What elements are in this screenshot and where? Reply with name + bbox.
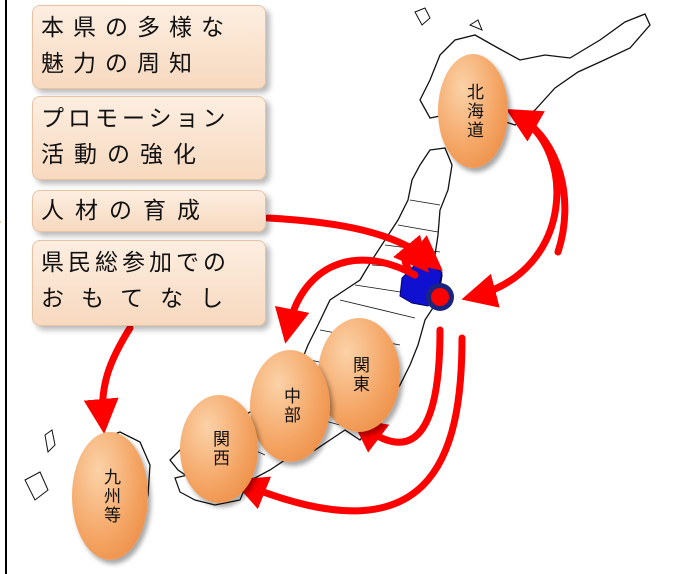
region-kanto: 関東 (318, 318, 400, 432)
left-frame-line (5, 0, 7, 574)
panel-4-line-1: 県民総参加での (41, 250, 230, 276)
arrow-into-home (393, 234, 429, 273)
panel-promote-appeal: 本県の多様な 魅力の周知 (32, 5, 266, 89)
region-chubu: 中部 (250, 350, 330, 462)
panel-hospitality: 県民総参加での おもてなし (32, 240, 266, 326)
arrow-to-kansai (232, 334, 466, 515)
arrow-to-kyushu (83, 324, 134, 434)
region-hokkaido: 北海道 (438, 54, 508, 168)
panel-1-line-2: 魅力の周知 (41, 51, 201, 77)
arrow-to-hokkaido (505, 109, 569, 256)
panel-3-line-1: 人材の育成 (41, 198, 211, 224)
arrow-to-kanto (350, 326, 444, 453)
panel-talent: 人材の育成 (32, 190, 266, 232)
panel-2-line-2: 活動の強化 (41, 142, 206, 168)
panel-promotion: プロモーション 活動の強化 (32, 96, 266, 180)
panel-2-line-1: プロモーション (41, 106, 230, 132)
arrow-to-chubu (274, 256, 419, 344)
panel-1-line-1: 本県の多様な (41, 15, 233, 41)
region-kyushu: 九州等 (72, 432, 148, 560)
panel-4-line-2: おもてなし (41, 286, 241, 312)
region-kansai: 関西 (180, 395, 258, 503)
home-marker-dot (431, 288, 449, 306)
